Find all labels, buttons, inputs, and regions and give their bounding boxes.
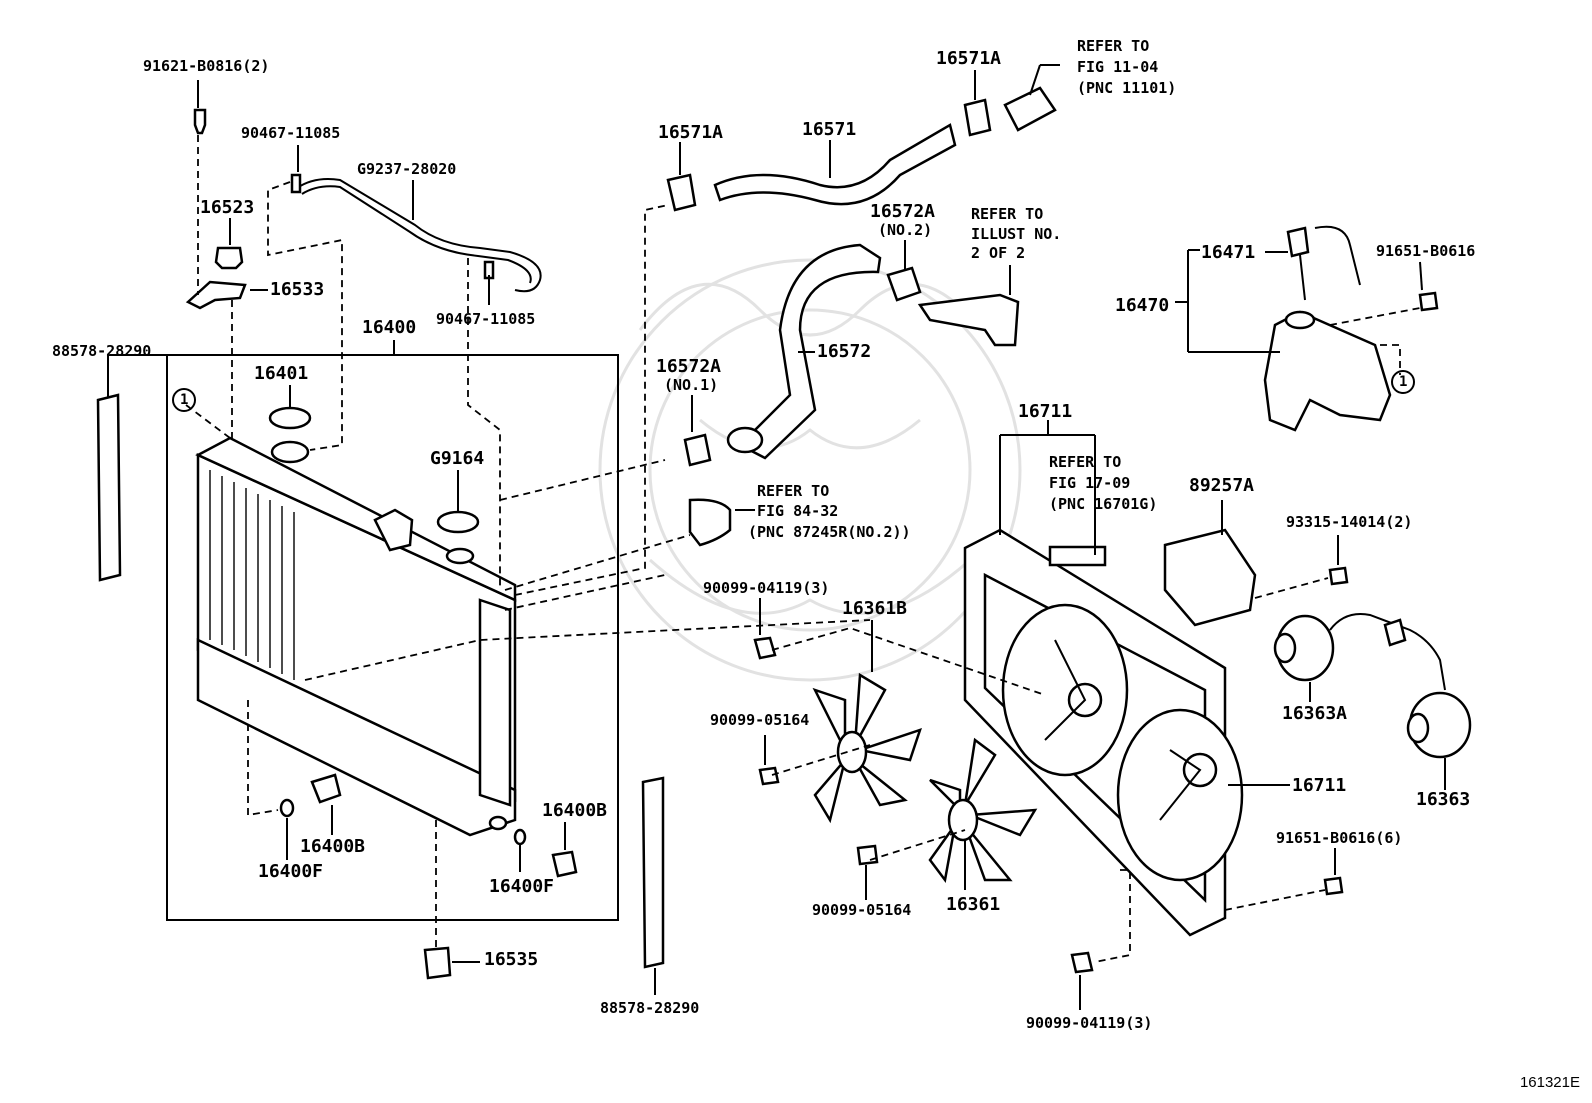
ref-illust-line1: REFER TO xyxy=(971,205,1044,223)
label-16361b: 16361B xyxy=(842,598,908,619)
grommet-16523 xyxy=(214,246,244,270)
label-16571a-top: 16571A xyxy=(936,48,1002,69)
ref-fig84-32-line1: REFER TO xyxy=(757,482,830,500)
label-16711-top: 16711 xyxy=(1018,401,1073,422)
label-16571: 16571 xyxy=(802,119,857,140)
ref-illust-line2: ILLUST NO. xyxy=(971,225,1062,243)
fan-motor-16363 xyxy=(1406,691,1472,759)
radiator-support-right xyxy=(641,776,665,969)
ref-fig17-09-line1: REFER TO xyxy=(1049,453,1122,471)
label-93315-14014: 93315-14014(2) xyxy=(1286,513,1413,531)
drain-cock-16400b-right xyxy=(551,850,578,878)
circle-marker-right-number: 1 xyxy=(1399,374,1408,390)
label-16400b-right: 16400B xyxy=(542,800,608,821)
label-16571a-left: 16571A xyxy=(658,122,724,143)
circle-marker-left xyxy=(172,388,196,412)
label-90099-05164-bottom: 90099-05164 xyxy=(812,901,912,919)
ref-fig11-04-line1: REFER TO xyxy=(1077,37,1150,55)
circle-marker-right xyxy=(1391,370,1415,394)
label-16711-side: 16711 xyxy=(1292,775,1347,796)
radiator-support-left xyxy=(96,393,122,582)
fan-16361b xyxy=(812,672,922,824)
radiator-assembly-box xyxy=(166,354,619,921)
motor-harness xyxy=(1329,613,1446,691)
label-90099-04119-bottom: 90099-04119(3) xyxy=(1026,1014,1153,1032)
overflow-hose xyxy=(296,178,542,293)
label-16400f-right: 16400F xyxy=(489,876,555,897)
label-16363: 16363 xyxy=(1416,789,1471,810)
label-16400: 16400 xyxy=(362,317,417,338)
label-16363a: 16363A xyxy=(1282,703,1348,724)
ref-fig84-32-line2: FIG 84-32 xyxy=(757,502,839,520)
cushion-16535 xyxy=(423,946,452,980)
label-no1: (NO.1) xyxy=(664,376,719,394)
label-16572a-no1: 16572A xyxy=(656,356,722,377)
label-90099-05164-left: 90099-05164 xyxy=(710,711,810,729)
label-no2: (NO.2) xyxy=(878,221,933,239)
fan-motor-16363a xyxy=(1273,614,1335,682)
label-16533: 16533 xyxy=(270,279,325,300)
ref-fig11-04-line2: FIG 11-04 xyxy=(1077,58,1159,76)
label-90099-04119-top: 90099-04119(3) xyxy=(703,579,830,597)
label-16535: 16535 xyxy=(484,949,539,970)
bracket-16533 xyxy=(185,280,247,310)
ref-illust-line3: 2 OF 2 xyxy=(971,244,1026,262)
radiator xyxy=(195,436,517,837)
label-88578-28290-right: 88578-28290 xyxy=(600,999,700,1017)
hose-87245r xyxy=(688,498,732,547)
label-91621-b0816: 91621-B0816(2) xyxy=(143,57,270,75)
label-plate xyxy=(1048,545,1107,567)
label-16400b-left: 16400B xyxy=(300,836,366,857)
watermark-emblem xyxy=(598,258,1022,682)
label-16523: 16523 xyxy=(200,197,255,218)
label-88578-28290-left: 88578-28290 xyxy=(52,342,152,360)
label-90467-11085-top: 90467-11085 xyxy=(241,124,341,142)
label-16361: 16361 xyxy=(946,894,1001,915)
label-91651-b0616-6: 91651-B0616(6) xyxy=(1276,829,1403,847)
cap-g9164 xyxy=(436,510,480,534)
label-16572: 16572 xyxy=(817,341,872,362)
ref-fig11-04-line3: (PNC 11101) xyxy=(1077,79,1177,97)
resistor-89257a xyxy=(1163,528,1257,627)
ref-fig17-09-line3: (PNC 16701G) xyxy=(1049,495,1158,513)
label-g9237-28020: G9237-28020 xyxy=(357,160,457,178)
label-16470: 16470 xyxy=(1115,295,1170,316)
illustration-code: 161321E xyxy=(1519,1074,1580,1091)
radiator-cap xyxy=(268,406,312,430)
circle-marker-left-number: 1 xyxy=(180,392,189,408)
drain-cock-16400b-left xyxy=(310,773,342,804)
label-16401: 16401 xyxy=(254,363,309,384)
label-16471: 16471 xyxy=(1201,242,1256,263)
label-90467-11085-bottom: 90467-11085 xyxy=(436,310,536,328)
ref-fig17-09-line2: FIG 17-09 xyxy=(1049,474,1131,492)
label-16572a-no2: 16572A xyxy=(870,201,936,222)
label-89257a: 89257A xyxy=(1189,475,1255,496)
reservoir-cap-16471 xyxy=(1286,226,1310,258)
bolt-91621 xyxy=(193,108,207,135)
ref-fig84-32-line3: (PNC 87245R(NO.2)) xyxy=(748,523,911,541)
label-91651-b0616: 91651-B0616 xyxy=(1376,242,1476,260)
water-outlet xyxy=(917,293,1020,347)
reservoir-tank-16470 xyxy=(1263,310,1392,432)
label-g9164: G9164 xyxy=(430,448,485,469)
fan-16361 xyxy=(928,737,1038,884)
label-16400f-left: 16400F xyxy=(258,861,324,882)
hose-16571 xyxy=(713,123,957,206)
